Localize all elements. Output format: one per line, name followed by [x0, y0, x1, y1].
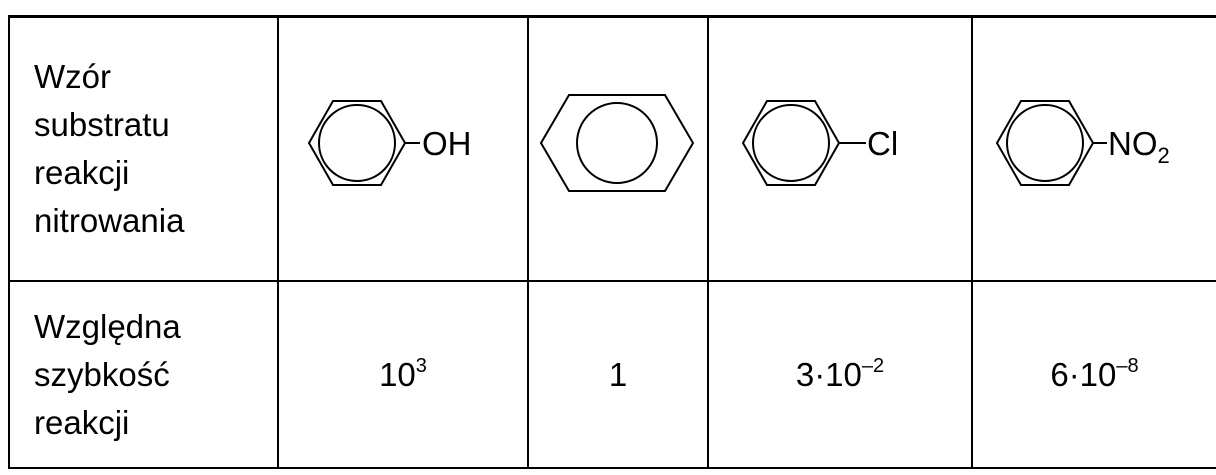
substrate-formula-row: Wzór substratu reakcji nitrowania OH	[8, 15, 1216, 282]
nitration-rate-table: Wzór substratu reakcji nitrowania OH	[8, 15, 1216, 469]
substituent-label: OH	[422, 125, 472, 162]
label-line: reakcji	[34, 403, 130, 441]
rate-value-chlorobenzene: 3·10–2	[707, 280, 973, 469]
rate-exponent: –8	[1116, 354, 1139, 377]
rate-base: 10	[379, 355, 416, 393]
label-line: Względna	[34, 307, 181, 345]
benzene-formula-cell	[527, 15, 709, 282]
rate-value-nitrobenzene: 6·10–8	[971, 280, 1216, 469]
substituent-label: Cl	[867, 125, 898, 162]
rate-value-benzene: 1	[527, 280, 709, 469]
rate-exponent: 3	[415, 354, 427, 377]
relative-rate-row: Względna szybkość reakcji 103 1 3·10–2 6…	[8, 280, 1216, 469]
benzene-structure-icon	[539, 94, 695, 192]
phenol-structure-icon: OH	[307, 100, 472, 186]
substituent-label: NO2	[1108, 125, 1170, 168]
nitrobenzene-structure-icon: NO2	[995, 100, 1170, 186]
label-line: substratu	[34, 106, 170, 143]
chlorobenzene-formula-cell: Cl	[707, 15, 973, 282]
rate-base: 1	[608, 355, 628, 393]
label-line: Wzór	[34, 58, 111, 95]
rate-base: 6·10	[1050, 355, 1117, 393]
label-line: reakcji	[34, 154, 130, 191]
rate-base: 3·10	[795, 355, 862, 393]
row-header-substrate-formula: Wzór substratu reakcji nitrowania	[8, 15, 279, 282]
substituent-subscript: 2	[1158, 143, 1170, 168]
chlorobenzene-structure-icon: Cl	[741, 100, 898, 186]
label-line: nitrowania	[34, 202, 185, 239]
nitrobenzene-formula-cell: NO2	[971, 15, 1216, 282]
label-line: szybkość	[34, 355, 170, 393]
phenol-formula-cell: OH	[277, 15, 529, 282]
row-header-relative-rate: Względna szybkość reakcji	[8, 280, 279, 469]
rate-exponent: –2	[861, 354, 885, 377]
rate-value-phenol: 103	[277, 280, 529, 469]
